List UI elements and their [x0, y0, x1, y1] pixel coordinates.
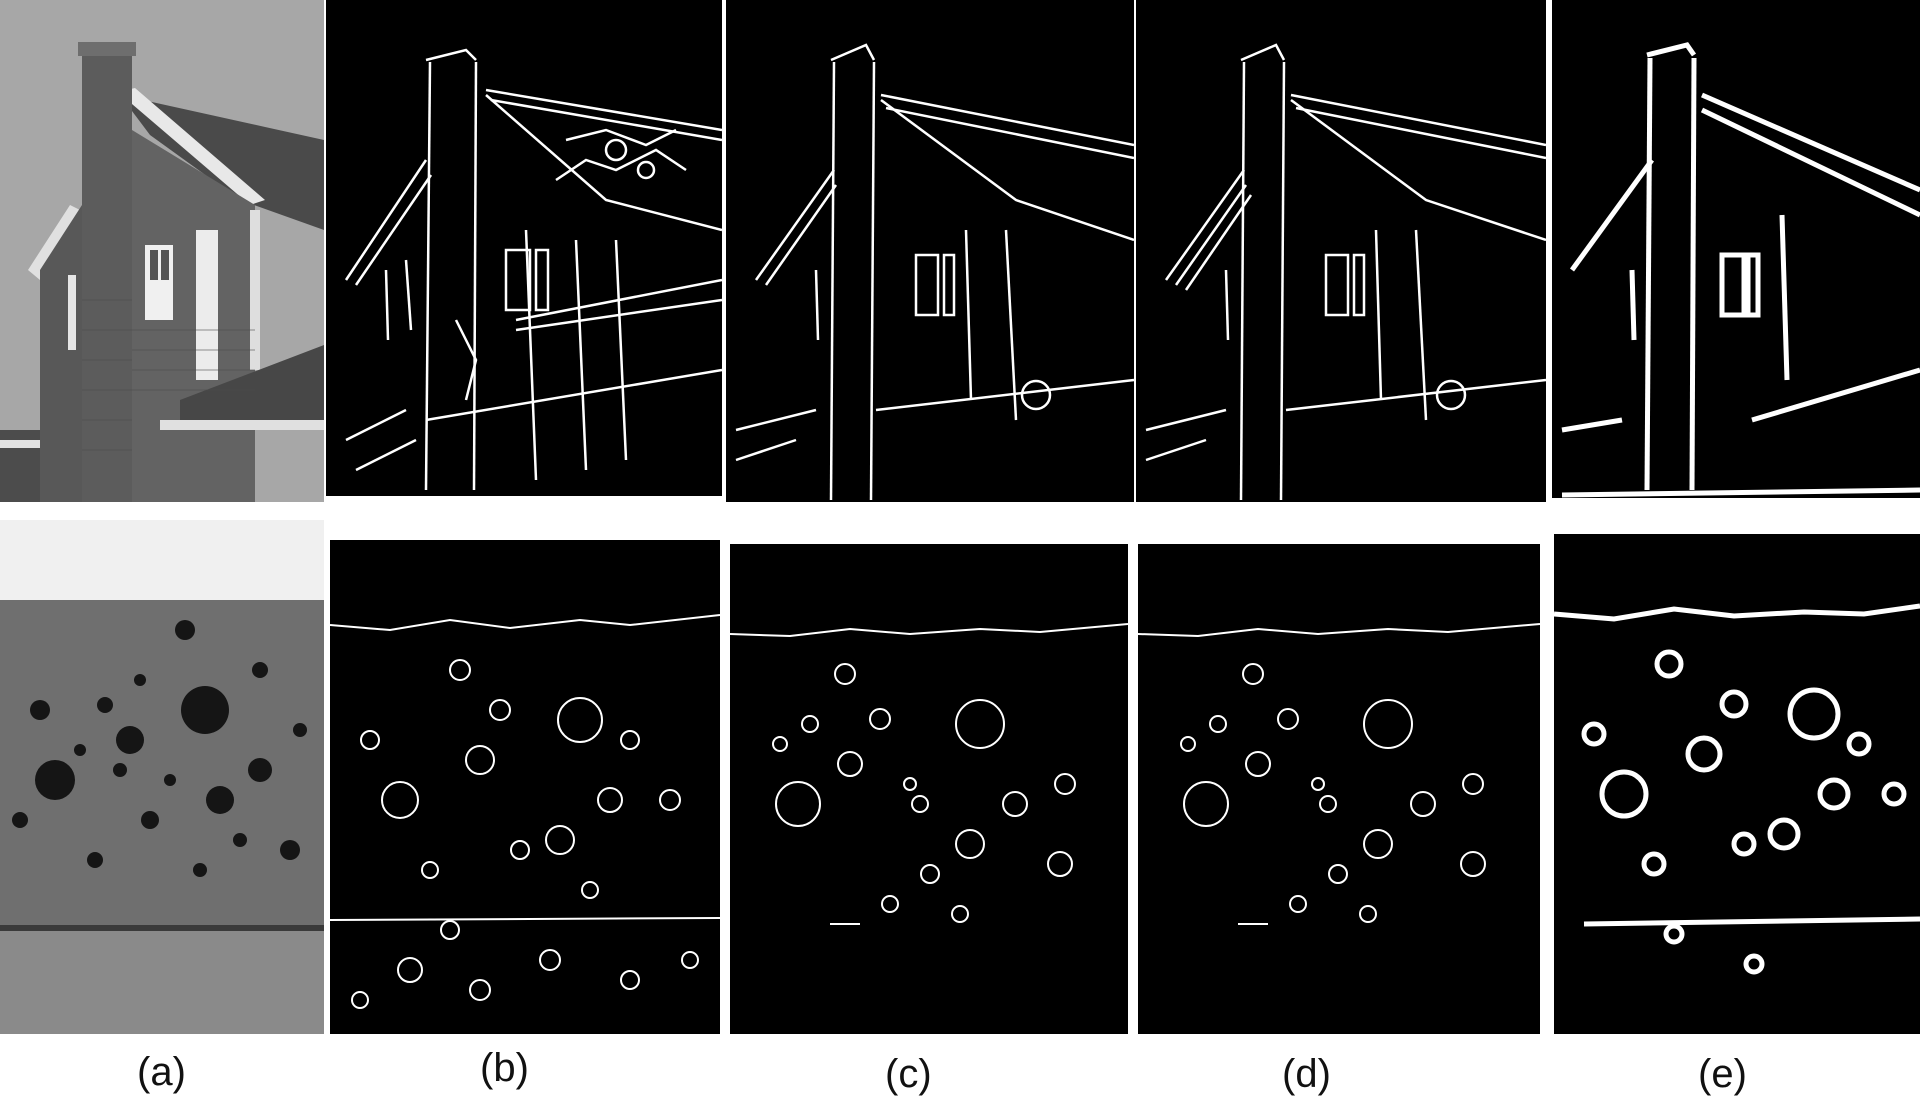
bubble-photo-panel: [0, 520, 324, 1034]
bubble-edge-map-b: [330, 540, 720, 1034]
bubble-photo: [0, 520, 324, 1034]
house-edge-map-b: [326, 0, 722, 496]
house-edges-c: [735, 43, 1134, 501]
caption-b: (b): [480, 1046, 529, 1090]
house-edges-d: [1145, 43, 1546, 501]
house-photo: [0, 0, 324, 502]
bubble-edges-e: [1554, 603, 1920, 975]
house-edge-map-c: [726, 0, 1134, 502]
bubble-edges-d: [1138, 623, 1540, 925]
house-edge-map-d: [1136, 0, 1546, 502]
bubble-edges-b: [330, 614, 720, 1009]
house-edge-map-e: [1552, 0, 1920, 498]
caption-d: (d): [1282, 1052, 1331, 1096]
house-edges-b: [344, 48, 722, 491]
bubble-edge-map-e: [1554, 534, 1920, 1034]
house-photo-panel: [0, 0, 324, 502]
caption-e: (e): [1698, 1052, 1747, 1096]
house-edges-e: [1561, 42, 1920, 498]
bubble-edge-map-d: [1138, 544, 1540, 1034]
bubble-edge-map-c: [730, 544, 1128, 1034]
caption-c: (c): [885, 1052, 932, 1096]
bubble-edges-c: [730, 623, 1128, 925]
caption-a: (a): [137, 1050, 186, 1094]
